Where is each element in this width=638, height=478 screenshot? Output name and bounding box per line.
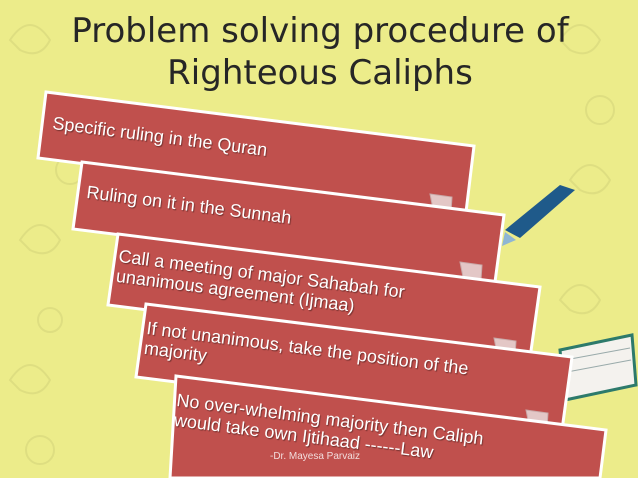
footer-credit: -Dr. Mayesa Parvaiz	[270, 451, 361, 462]
slide-title: Problem solving procedure of Righteous C…	[40, 10, 600, 94]
title-line-1: Problem solving procedure of	[71, 11, 569, 51]
title-line-2: Righteous Caliphs	[167, 53, 473, 93]
